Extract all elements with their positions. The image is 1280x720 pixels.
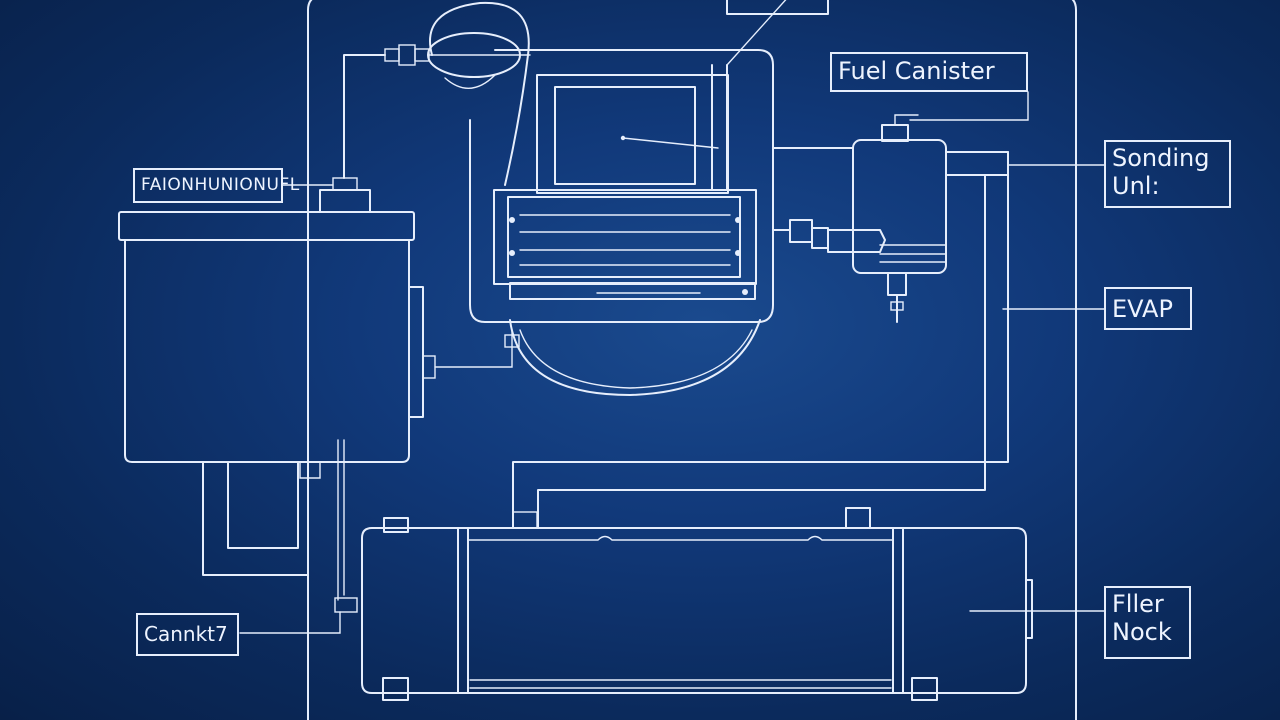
bottom-canister — [361, 507, 1033, 701]
sending-unit — [772, 114, 947, 323]
inline-fitting-top — [384, 44, 531, 66]
evap-pipe — [512, 147, 1009, 529]
sending-unit-label: Sonding Unl: — [1104, 140, 1231, 208]
fuel-canister-label: Fuel Canister — [830, 52, 1028, 92]
fuel-canister-leader — [909, 91, 1029, 121]
feed-line-left — [343, 54, 386, 179]
fuel-pump — [427, 1, 530, 186]
filler-neck-label: Fller Nock — [1104, 586, 1191, 659]
bowl-feed-line — [422, 329, 520, 379]
canister-leader — [239, 439, 358, 634]
top-connector-box — [726, 0, 829, 15]
fuel-module-label: FAIONHUNIONUFL — [133, 168, 299, 203]
evap-label: EVAP — [1104, 287, 1192, 330]
canister-label: Cannkt7 — [136, 613, 239, 656]
outer-frame — [307, 0, 1077, 720]
central-module — [469, 0, 787, 396]
left-fuel-tank — [118, 177, 424, 576]
